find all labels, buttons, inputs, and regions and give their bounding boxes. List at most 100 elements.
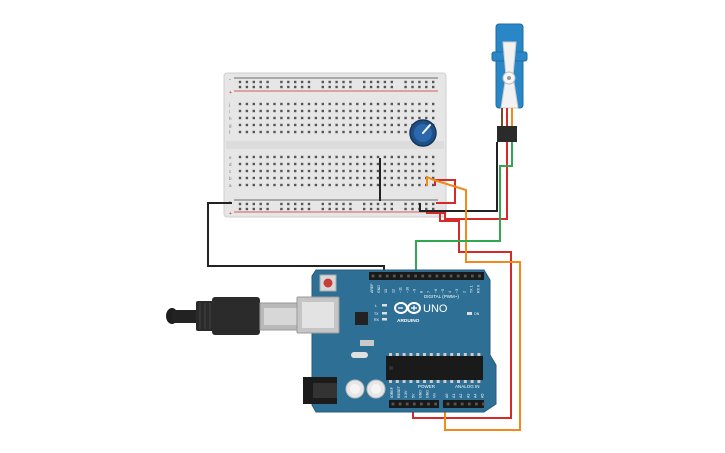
breadboard-hole[interactable]	[245, 183, 249, 187]
breadboard-hole[interactable]	[294, 123, 297, 127]
breadboard-hole[interactable]	[397, 183, 400, 187]
breadboard-hole[interactable]	[252, 155, 255, 159]
rail-hole[interactable]	[349, 202, 352, 206]
breadboard-hole[interactable]	[294, 102, 297, 106]
breadboard-hole[interactable]	[307, 176, 311, 180]
breadboard-hole[interactable]	[307, 183, 311, 187]
breadboard-hole[interactable]	[376, 109, 380, 113]
breadboard-hole[interactable]	[376, 169, 380, 173]
breadboard-hole[interactable]	[349, 130, 352, 134]
breadboard-hole[interactable]	[300, 176, 304, 180]
breadboard-hole[interactable]	[259, 123, 262, 127]
breadboard-hole[interactable]	[404, 176, 407, 180]
breadboard-hole[interactable]	[425, 102, 428, 106]
breadboard-hole[interactable]	[418, 162, 421, 166]
rail-hole[interactable]	[369, 80, 373, 84]
header-pin-socket[interactable]	[421, 274, 425, 278]
breadboard-hole[interactable]	[432, 116, 435, 120]
breadboard-hole[interactable]	[238, 183, 242, 187]
breadboard-hole[interactable]	[252, 169, 255, 173]
breadboard-hole[interactable]	[259, 116, 262, 120]
rail-hole[interactable]	[390, 202, 393, 206]
breadboard-hole[interactable]	[369, 109, 373, 113]
breadboard-hole[interactable]	[397, 123, 400, 127]
rail-hole[interactable]	[238, 85, 242, 89]
rail-hole[interactable]	[390, 80, 393, 84]
breadboard-hole[interactable]	[397, 169, 400, 173]
breadboard-hole[interactable]	[397, 102, 400, 106]
breadboard-hole[interactable]	[328, 102, 331, 106]
breadboard-hole[interactable]	[259, 183, 262, 187]
breadboard-hole[interactable]	[349, 169, 352, 173]
breadboard-hole[interactable]	[425, 162, 428, 166]
breadboard-hole[interactable]	[411, 176, 414, 180]
wire-red-pot[interactable]	[434, 179, 456, 204]
rail-hole[interactable]	[418, 85, 421, 89]
breadboard-hole[interactable]	[349, 155, 352, 159]
rail-hole[interactable]	[307, 80, 311, 84]
wire-black-servo-gnd[interactable]	[419, 142, 498, 212]
breadboard-hole[interactable]	[321, 183, 324, 187]
breadboard-hole[interactable]	[307, 162, 311, 166]
rail-hole[interactable]	[425, 85, 428, 89]
breadboard-hole[interactable]	[259, 162, 262, 166]
wires[interactable]	[207, 142, 521, 431]
rail-hole[interactable]	[390, 207, 393, 211]
header-pin-socket[interactable]	[405, 402, 409, 406]
breadboard-hole[interactable]	[300, 123, 304, 127]
breadboard-hole[interactable]	[369, 183, 373, 187]
breadboard-hole[interactable]	[266, 102, 269, 106]
breadboard-hole[interactable]	[376, 183, 380, 187]
breadboard-hole[interactable]	[280, 123, 283, 127]
rail-hole[interactable]	[266, 85, 269, 89]
breadboard-hole[interactable]	[238, 155, 242, 159]
breadboard-hole[interactable]	[335, 109, 338, 113]
breadboard-hole[interactable]	[369, 155, 373, 159]
rail-hole[interactable]	[259, 80, 262, 84]
breadboard-hole[interactable]	[307, 169, 311, 173]
breadboard-hole[interactable]	[349, 183, 352, 187]
breadboard-hole[interactable]	[369, 116, 373, 120]
breadboard-hole[interactable]	[349, 102, 352, 106]
rail-hole[interactable]	[363, 85, 366, 89]
breadboard-hole[interactable]	[342, 176, 345, 180]
breadboard-hole[interactable]	[356, 176, 359, 180]
breadboard-hole[interactable]	[245, 169, 249, 173]
breadboard-hole[interactable]	[404, 183, 407, 187]
breadboard-hole[interactable]	[252, 183, 255, 187]
breadboard-hole[interactable]	[349, 123, 352, 127]
breadboard-hole[interactable]	[432, 155, 435, 159]
breadboard-hole[interactable]	[342, 183, 345, 187]
breadboard-hole[interactable]	[314, 130, 318, 134]
header-pin-socket[interactable]	[391, 402, 395, 406]
header-pin-socket[interactable]	[475, 402, 478, 406]
breadboard-hole[interactable]	[363, 130, 366, 134]
breadboard-hole[interactable]	[335, 176, 338, 180]
breadboard-hole[interactable]	[273, 116, 276, 120]
rail-hole[interactable]	[238, 207, 242, 211]
breadboard-hole[interactable]	[328, 176, 331, 180]
breadboard-hole[interactable]	[369, 102, 373, 106]
breadboard-hole[interactable]	[294, 116, 297, 120]
breadboard-hole[interactable]	[280, 116, 283, 120]
rail-hole[interactable]	[238, 202, 242, 206]
rail-hole[interactable]	[300, 202, 304, 206]
breadboard-hole[interactable]	[363, 123, 366, 127]
rail-hole[interactable]	[252, 85, 255, 89]
breadboard-hole[interactable]	[363, 183, 366, 187]
breadboard-hole[interactable]	[273, 162, 276, 166]
rail-hole[interactable]	[383, 202, 387, 206]
breadboard-hole[interactable]	[397, 130, 400, 134]
breadboard-hole[interactable]	[294, 162, 297, 166]
breadboard-hole[interactable]	[390, 109, 393, 113]
breadboard-hole[interactable]	[404, 162, 407, 166]
breadboard-hole[interactable]	[342, 155, 345, 159]
header-pin-socket[interactable]	[456, 274, 460, 278]
breadboard-hole[interactable]	[404, 116, 407, 120]
breadboard-hole[interactable]	[432, 102, 435, 106]
breadboard-hole[interactable]	[432, 162, 435, 166]
breadboard-hole[interactable]	[273, 169, 276, 173]
header-pin-socket[interactable]	[482, 402, 485, 406]
breadboard-hole[interactable]	[273, 123, 276, 127]
breadboard-hole[interactable]	[342, 116, 345, 120]
